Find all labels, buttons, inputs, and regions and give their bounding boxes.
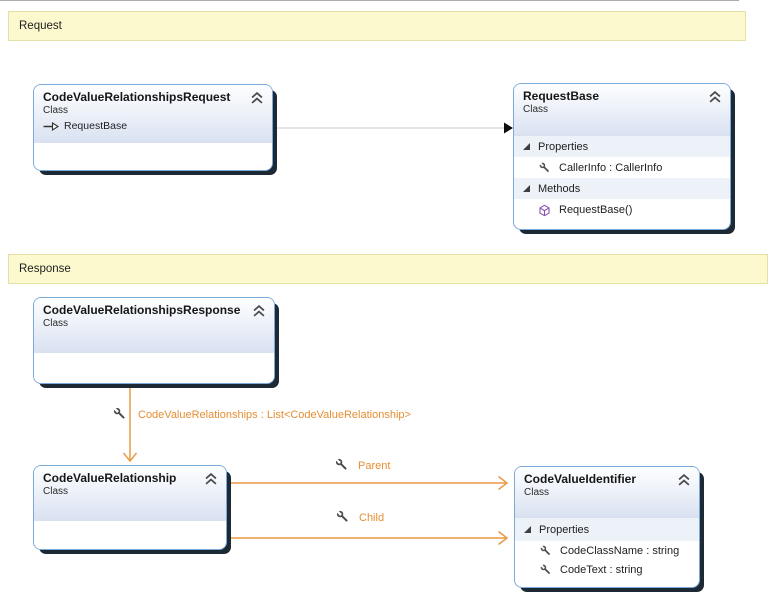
band-request[interactable]: Request (8, 11, 746, 41)
section-methods[interactable]: Methods (514, 178, 730, 199)
section-expander-icon[interactable] (523, 185, 530, 192)
section-label: Properties (539, 523, 590, 536)
band-response-label: Response (19, 263, 71, 275)
base-class-label: RequestBase (64, 120, 128, 132)
section-properties[interactable]: Properties (514, 136, 730, 157)
method-cube-icon (539, 204, 550, 216)
member-codeclassname[interactable]: CodeClassName : string (515, 541, 699, 560)
collapse-chevron-icon[interactable] (204, 472, 218, 485)
member-requestbase-ctor[interactable]: RequestBase() (514, 199, 730, 221)
property-wrench-icon (334, 457, 349, 472)
band-request-label: Request (19, 20, 62, 32)
collapse-chevron-icon[interactable] (250, 91, 264, 104)
class-title: CodeValueIdentifier (524, 472, 637, 486)
parent-arrowhead-icon (498, 475, 509, 491)
class-stereotype: Class (523, 104, 549, 115)
collapse-chevron-icon[interactable] (708, 90, 722, 103)
section-expander-icon[interactable] (524, 526, 531, 533)
inheritance-arrowhead-icon (504, 122, 513, 134)
collapse-chevron-icon[interactable] (677, 473, 691, 486)
property-wrench-icon (335, 509, 350, 524)
class-box-codevalueidentifier[interactable]: CodeValueIdentifier Class Properties (514, 466, 700, 588)
member-label: CodeText : string (560, 563, 643, 576)
canvas-top-edge (0, 0, 739, 1)
member-label: RequestBase() (559, 204, 633, 216)
class-box-codevaluerelationshipsresponse[interactable]: CodeValueRelationshipsResponse Class (33, 297, 275, 384)
class-title: CodeValueRelationshipsResponse (43, 303, 241, 317)
class-box-codevaluerelationshipsrequest[interactable]: CodeValueRelationshipsRequest Class Requ… (33, 84, 273, 171)
collection-arrowhead-icon (122, 452, 138, 463)
child-arrowhead-icon (498, 530, 509, 546)
class-stereotype: Class (524, 487, 550, 498)
property-wrench-icon (540, 564, 550, 574)
section-label: Properties (538, 140, 589, 153)
property-wrench-icon (540, 545, 550, 555)
parent-association-label[interactable]: Parent (358, 460, 391, 472)
class-title: CodeValueRelationshipsRequest (43, 90, 231, 104)
class-stereotype: Class (43, 318, 69, 329)
class-stereotype: Class (43, 486, 69, 497)
section-expander-icon[interactable] (523, 143, 530, 150)
member-label: CallerInfo : CallerInfo (559, 161, 663, 174)
class-box-requestbase[interactable]: RequestBase Class Properties (513, 83, 731, 230)
property-wrench-icon (112, 406, 127, 421)
section-properties[interactable]: Properties (515, 518, 699, 541)
collapse-chevron-icon[interactable] (252, 304, 266, 317)
member-label: CodeClassName : string (560, 544, 680, 557)
class-box-codevaluerelationship[interactable]: CodeValueRelationship Class (33, 465, 227, 550)
property-wrench-icon (539, 162, 549, 172)
inherits-icon (43, 121, 59, 131)
child-association-label[interactable]: Child (359, 512, 385, 524)
collection-association-label[interactable]: CodeValueRelationships : List<CodeValueR… (138, 409, 411, 421)
class-stereotype: Class (43, 105, 69, 116)
section-label: Methods (538, 182, 581, 195)
band-response[interactable]: Response (8, 254, 768, 284)
member-codetext[interactable]: CodeText : string (515, 560, 699, 579)
class-title: RequestBase (523, 89, 600, 103)
class-title: CodeValueRelationship (43, 471, 177, 485)
member-callerinfo[interactable]: CallerInfo : CallerInfo (514, 157, 730, 178)
